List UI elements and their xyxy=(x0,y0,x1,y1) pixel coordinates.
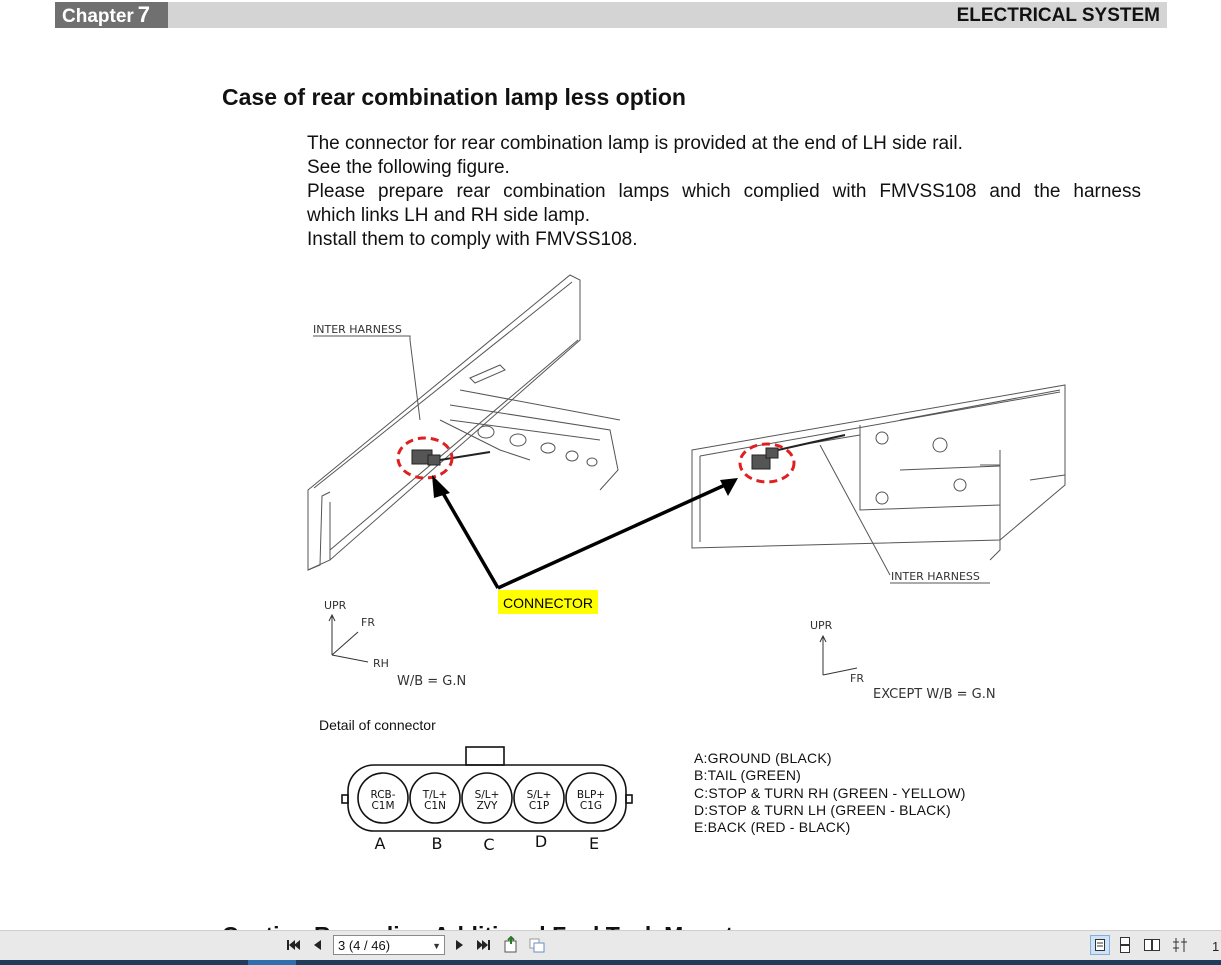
right-axis-fr: FR xyxy=(850,672,864,685)
paragraph-line: See the following figure. xyxy=(307,157,510,178)
go-forward-button[interactable] xyxy=(527,935,547,955)
legend-item: B:TAIL (GREEN) xyxy=(694,767,802,784)
legend-item: C:STOP & TURN RH (GREEN - YELLOW) xyxy=(694,784,966,801)
right-axis-up: UPR xyxy=(810,619,833,632)
last-page-button[interactable] xyxy=(474,935,494,955)
paragraph-line: Please prepare rear combination lamps wh… xyxy=(307,181,1141,202)
facing-icon xyxy=(1144,939,1160,951)
page-heading: Case of rear combination lamp less optio… xyxy=(222,84,686,110)
paragraph-line: Install them to comply with FMVSS108. xyxy=(307,229,638,250)
right-connector-highlight xyxy=(738,442,796,484)
legend-item: A:GROUND (BLACK) xyxy=(694,750,832,766)
pin-c-letter: C xyxy=(483,835,494,854)
single-page-icon xyxy=(1095,939,1105,951)
next-page-button[interactable] xyxy=(450,935,470,955)
pin-d-code: C1P xyxy=(529,800,549,812)
left-axis-fr: FR xyxy=(361,616,375,629)
left-connector-highlight xyxy=(396,436,454,480)
facing-view-button[interactable] xyxy=(1142,935,1162,955)
continuous-view-button[interactable] xyxy=(1115,935,1135,955)
go-back-button[interactable] xyxy=(501,935,521,955)
legend-item: E:BACK (RED - BLACK) xyxy=(694,819,851,836)
paragraph-line: The connector for rear combination lamp … xyxy=(307,133,963,154)
viewer-toolbar: 3 (4 / 46) ▼ 1 xyxy=(0,930,1221,961)
chapter-header-bar xyxy=(55,2,1167,28)
left-wb-note: W/B = G.N xyxy=(397,674,466,689)
pin-legend: A:GROUND (BLACK) B:TAIL (GREEN) C:STOP &… xyxy=(694,750,966,836)
pin-a-signal: RCB- xyxy=(370,789,395,801)
continuous-facing-icon xyxy=(1173,938,1187,952)
pin-c-signal: S/L+ xyxy=(475,789,500,801)
connector-callout: CONNECTOR xyxy=(503,595,593,611)
pin-e-signal: BLP+ xyxy=(577,789,605,801)
chapter-number: 7 xyxy=(137,2,151,27)
first-page-button[interactable] xyxy=(283,935,303,955)
right-harness-label: INTER HARNESS xyxy=(891,570,980,583)
right-wb-note: EXCEPT W/B = G.N xyxy=(873,687,996,702)
paragraph-line: which links LH and RH side lamp. xyxy=(307,205,591,226)
pin-a-code: C1M xyxy=(371,800,394,812)
page-select[interactable]: 3 (4 / 46) ▼ xyxy=(333,935,445,955)
pin-e-letter: E xyxy=(589,834,599,853)
frame-rail-figure: CONNECTOR INTER HARNESS INTER HARNESS UP… xyxy=(307,274,1066,702)
section-title: ELECTRICAL SYSTEM xyxy=(956,5,1160,26)
pin-b-letter: B xyxy=(432,834,443,853)
pin-d-signal: S/L+ xyxy=(527,789,552,801)
continuous-facing-view-button[interactable] xyxy=(1170,935,1190,955)
pin-b-signal: T/L+ xyxy=(422,789,448,801)
continuous-icon xyxy=(1120,937,1130,953)
prev-page-button[interactable] xyxy=(307,935,327,955)
prev-page-icon xyxy=(314,940,321,950)
left-harness-label: INTER HARNESS xyxy=(313,323,402,336)
pin-d-letter: D xyxy=(535,832,547,851)
connector-detail-title: Detail of connector xyxy=(319,717,436,733)
next-section-heading: Caution Regarding Additional Fuel Tank M… xyxy=(222,922,733,930)
next-page-icon xyxy=(456,940,463,950)
go-back-icon xyxy=(504,936,517,953)
chevron-down-icon: ▼ xyxy=(432,941,441,951)
legend-item: D:STOP & TURN LH (GREEN - BLACK) xyxy=(694,801,951,818)
single-page-view-button[interactable] xyxy=(1090,935,1110,955)
taskbar-accent xyxy=(248,960,296,965)
left-axis-rh: RH xyxy=(373,657,389,670)
left-axis-up: UPR xyxy=(324,599,347,612)
chapter-label: Chapter xyxy=(62,6,134,27)
pin-b-code: C1N xyxy=(424,800,446,812)
pin-e-code: C1G xyxy=(580,800,602,812)
first-page-icon xyxy=(287,940,300,950)
taskbar-strip xyxy=(0,960,1221,965)
zoom-value: 1 xyxy=(1212,939,1220,954)
pin-a-letter: A xyxy=(375,834,386,853)
connector-pinout-diagram: RCB- C1M T/L+ C1N S/L+ ZVY S/L+ C1P BLP+… xyxy=(341,746,633,854)
last-page-icon xyxy=(477,940,490,950)
pin-c-code: ZVY xyxy=(477,800,498,812)
go-forward-icon xyxy=(529,938,545,953)
page-select-value: 3 (4 / 46) xyxy=(338,938,391,953)
